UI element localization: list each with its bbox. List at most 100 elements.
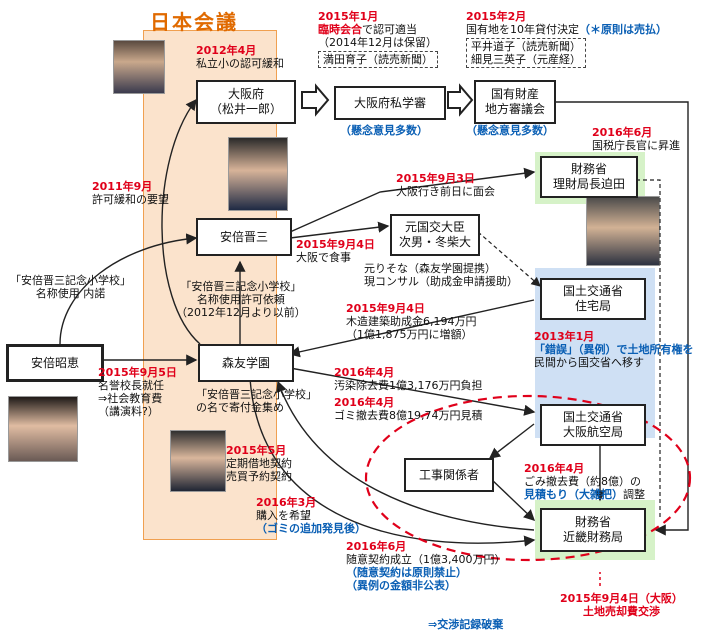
kenen-2: （懸念意見多数） [466,124,554,137]
ann-2015-2-reporters: 平井道子（読売新聞） 細見三英子（元産経） [466,38,586,68]
abe-photo [228,137,288,211]
ann-kosho-hakai: ⇒交渉記録破棄 [428,618,504,631]
abe-shinzo-label: 安倍晋三 [219,229,268,244]
ann-2015-5-l1: 定期借地契約 [226,457,292,470]
node-shigaku: 大阪府私学審 [334,86,446,120]
jutaku-line1: 国土交通省 [562,284,623,298]
node-zaimusho-rizai: 財務省 理財局長迫田 [540,156,638,198]
ann-2016-3-date: 2016年3月 [256,496,317,509]
ann-kifu-l2: の名で寄付金集め [196,401,284,414]
ann-2015-2-date: 2015年2月 [466,10,527,23]
ann-2013: 2013年1月 「錯誤」（異例）で土地所有権を 民間から国交省へ移す [534,330,694,369]
kouji-label: 工事関係者 [418,467,479,482]
kinki-line1: 財務省 [574,515,611,529]
ann-2016-4-gomi-date: 2016年4月 [334,396,395,409]
ann-motorisou-l1: 元りそな（森友学園提携） [364,262,496,275]
shigaku-label: 大阪府私学審 [353,95,426,110]
ann-2015-9-4-food-date: 2015年9月4日 [296,238,375,251]
ann-2016-4-right-blue: 見積もり（大雑把） [524,488,623,501]
ann-2016-3-text: 購入を希望 [256,509,311,522]
ann-2015-2: 2015年2月 国有地を10年貸付決定（＊原則は売払） 平井道子（読売新聞） 細… [466,10,667,68]
ann-motorisou-l2: 現コンサル（助成金申請援助） [364,275,518,288]
ann-2012-date: 2012年4月 [196,44,257,57]
nippon-kaigi-title: 日本会議 [150,10,238,34]
ann-2016-4-right-date: 2016年4月 [524,462,585,475]
ann-2016-4-gomi: 2016年4月 ゴミ撤去費8億19,74万円見積 [334,396,483,422]
abe-akie-label: 安倍昭恵 [30,355,79,370]
ann-2015-9-5-l2: ⇒社会教育費 [98,392,163,405]
akie-photo [8,396,78,462]
ann-2016-4-gomi-text: ゴミ撤去費8億19,74万円見積 [334,409,483,422]
ann-2015-9-4-josei-l2: （1億1,875万円に増額） [346,328,473,341]
ann-2015-9-5-l3: （講演料?） [98,405,159,418]
ann-2016-4-right-tail: 調整 [623,488,645,501]
kagoike-photo [170,430,226,492]
ann-motorisou: 元りそな（森友学園提携） 現コンサル（助成金申請援助） [364,262,518,288]
ann-2015-5: 2015年5月 定期借地契約 売買予約契約 [226,444,292,483]
ann-2016-6-top: 2016年6月 国税庁長官に昇進 [592,126,680,152]
koku-line2: 大阪航空局 [562,425,623,439]
ann-2016-6-bottom-blue1: （随意契約は原則禁止） [346,566,467,579]
kinki-line2: 近畿財務局 [562,530,623,544]
node-kokuyu: 国有財産 地方審議会 [474,80,556,124]
ann-kifu-l1: 「安倍晋三記念小学校」 [196,388,317,401]
ann-naming-l1: 「安倍晋三記念小学校」 [180,280,302,293]
node-abe-akie: 安倍昭恵 [6,344,104,382]
node-kinki: 財務省 近畿財務局 [540,508,646,552]
kokuyu-line1: 国有財産 [490,87,539,101]
ann-2011: 2011年9月 許可緩和の要望 [92,180,169,206]
ann-2016-3-blue: （ゴミの追加発見後） [256,522,366,535]
ann-2015-9-4-josei-l1: 木造建築助成金6,194万円 [346,315,477,328]
ann-2015-9-3: 2015年9月3日 大阪行き前日に面会 [396,172,495,198]
ann-2016-6-top-text: 国税庁長官に昇進 [592,139,680,152]
ann-naming-l2: 名称使用許可依頼 [196,293,285,306]
ann-2012-text: 私立小の認可緩和 [196,57,284,70]
sakoda-photo [586,196,660,266]
kokuyu-line2: 地方審議会 [484,102,545,116]
ann-2016-4-right-text: ごみ撤去費（約8億）の [524,475,641,488]
ann-naming-l3: （2012年12月より以前） [176,306,306,319]
ann-2015-1-l1: 臨時会合 [318,23,362,36]
kokkou-daijin-line2: 次男・冬柴大 [398,235,471,249]
ann-2011-text: 許可緩和の要望 [92,193,169,206]
ann-2013-l2: 民間から国交省へ移す [534,356,644,369]
ann-2015-9-4-sale-l2: 土地売却費交渉 [582,605,660,618]
ann-2015-2-rep2: 細見三英子（元産経） [471,53,581,66]
ann-2016-3: 2016年3月 購入を希望 （ゴミの追加発見後） [256,496,366,535]
zaimusho-line1: 財務省 [570,162,607,176]
ann-2015-9-5-date: 2015年9月5日 [98,366,177,379]
node-jutaku: 国土交通省 住宅局 [540,278,646,320]
ann-2016-6-bottom-blue2: （異例の金額非公表） [346,579,456,592]
node-moritomo: 森友学園 [198,344,294,382]
zaimusho-line2: 理財局長迫田 [552,177,625,191]
node-osaka-fu: 大阪府 （松井一郎） [196,80,296,124]
ann-2015-9-4-sale-l1: 2015年9月4日（大阪） [560,592,683,605]
ann-2015-9-4-food-text: 大阪で食事 [296,251,351,264]
ann-2015-9-4-josei: 2015年9月4日 木造建築助成金6,194万円 （1億1,875万円に増額） [346,302,477,341]
ann-2015-9-4-food: 2015年9月4日 大阪で食事 [296,238,375,264]
ann-2016-6-bottom-text: 随意契約成立（1億3,400万円） [346,553,506,566]
node-kouji: 工事関係者 [404,458,494,492]
ann-2016-4-osen-text: 汚染除去費1億3,176万円負担 [334,379,483,392]
osaka-fu-line1: 大阪府 [227,87,264,101]
ann-naming: 「安倍晋三記念小学校」 名称使用許可依頼 （2012年12月より以前） [176,280,306,319]
ann-2015-1-l3: （2014年12月は保留） [318,36,437,49]
ann-kinen-naiso: 「安倍晋三記念小学校」 名称使用 内諾 [10,274,131,300]
moritomo-label: 森友学園 [221,355,270,370]
ann-2015-9-3-text: 大阪行き前日に面会 [396,185,495,198]
ann-2015-1-reporter: 満田育子（読売新聞） [318,51,438,68]
ann-2015-9-5: 2015年9月5日 名誉校長就任 ⇒社会教育費 （講演料?） [98,366,177,418]
ann-2011-date: 2011年9月 [92,180,153,193]
koku-line1: 国土交通省 [562,410,623,424]
ann-kifu: 「安倍晋三記念小学校」 の名で寄付金集め [196,388,317,414]
ann-2015-2-note: （＊原則は売払） [579,23,667,36]
ann-2015-2-rep1: 平井道子（読売新聞） [471,40,581,53]
ann-2015-9-4-josei-date: 2015年9月4日 [346,302,425,315]
ann-2016-6-bottom: 2016年6月 随意契約成立（1億3,400万円） （随意契約は原則禁止） （異… [346,540,506,592]
ann-2012: 2012年4月 私立小の認可緩和 [196,44,284,70]
jutaku-line2: 住宅局 [574,299,611,313]
ann-2015-1-date: 2015年1月 [318,10,379,23]
ann-2016-4-osen: 2016年4月 汚染除去費1億3,176万円負担 [334,366,483,392]
ann-2016-4-right: 2016年4月 ごみ撤去費（約8億）の 見積もり（大雑把）調整 [524,462,645,501]
ann-2016-6-bottom-date: 2016年6月 [346,540,407,553]
